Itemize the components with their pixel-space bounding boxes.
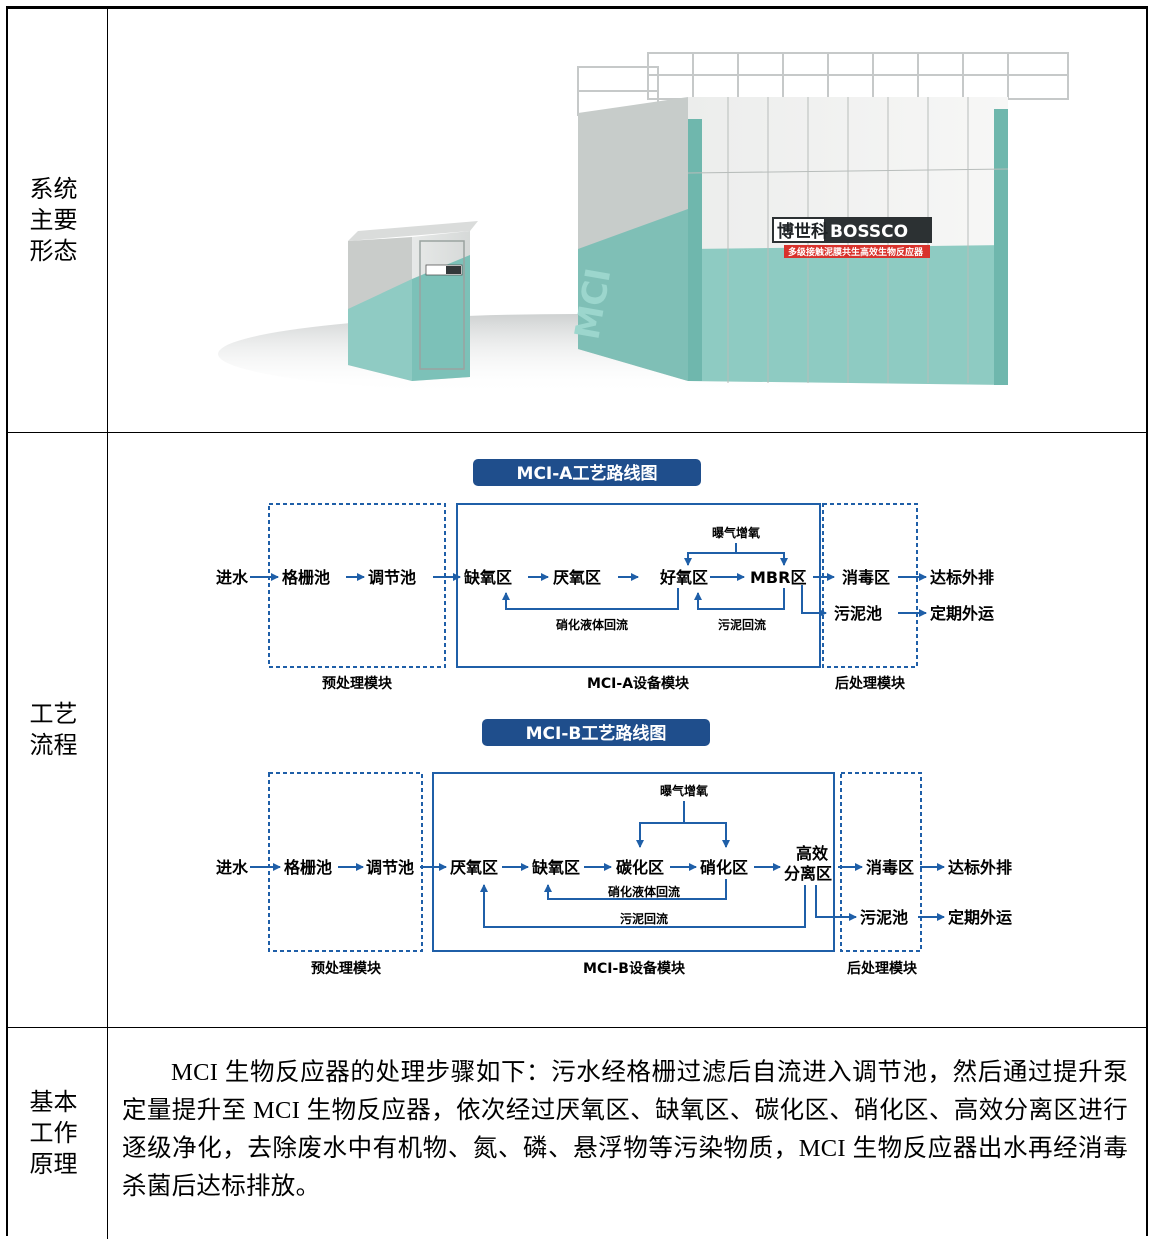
row-label-working-principle: 基本 工作 原理	[8, 1028, 108, 1239]
row-process-flow: 工艺 流程 MCI-A工艺路线图	[8, 433, 1146, 1028]
pre-module-box-a	[268, 503, 446, 668]
logo-brand-en: BOSSCO	[830, 222, 908, 242]
node-b-nitrify: 硝化区	[700, 858, 748, 877]
a-post-module-label: 后处理模块	[835, 675, 906, 692]
node-b-anoxic: 缺氧区	[532, 858, 580, 877]
node-a-inflow: 进水	[216, 568, 249, 587]
b-nitrate-return-label: 硝化液体回流	[608, 884, 680, 899]
b-sludge-return-label: 污泥回流	[620, 911, 668, 926]
label-text: 工艺 流程	[29, 700, 78, 759]
node-a-haul: 定期外运	[929, 604, 994, 623]
node-b-separate-2: 分离区	[784, 864, 832, 883]
node-a-disinfect: 消毒区	[842, 568, 890, 587]
main-module-box-a	[456, 503, 821, 668]
diagram-b-title-badge	[482, 719, 710, 746]
a-nitrate-return-label: 硝化液体回流	[556, 617, 628, 632]
product-image-cell: MCI	[108, 9, 1146, 432]
node-b-anaerobic: 厌氧区	[450, 858, 498, 877]
row-working-principle: 基本 工作 原理 MCI 生物反应器的处理步骤如下：污水经格栅过滤后自流进入调节…	[8, 1028, 1146, 1239]
info-table: 系统 主要 形态	[6, 6, 1148, 1239]
node-b-disinfect: 消毒区	[866, 858, 914, 877]
node-a-sludge: 污泥池	[834, 604, 882, 623]
node-b-carbon: 碳化区	[616, 858, 664, 877]
main-module-box-b	[432, 772, 835, 952]
label-text: 基本 工作 原理	[29, 1088, 78, 1178]
node-a-mbr: MBR区	[750, 568, 806, 587]
a-aeration-label: 曝气增氧	[712, 525, 760, 540]
a-pre-module-label: 预处理模块	[322, 675, 393, 692]
b-aeration-label: 曝气增氧	[660, 783, 708, 798]
product-render: MCI	[218, 52, 1069, 394]
post-module-box-b	[840, 772, 922, 952]
a-main-module-label: MCI-A设备模块	[587, 675, 690, 692]
node-a-adjust: 调节池	[368, 568, 416, 587]
pre-module-box-b	[268, 772, 423, 952]
logo-banner-text: 多级接触泥膜共生高效生物反应器	[788, 246, 924, 258]
a-sludge-return-label: 污泥回流	[718, 617, 766, 632]
node-b-sludge: 污泥池	[860, 908, 908, 927]
node-b-haul: 定期外运	[947, 908, 1012, 927]
row-system-form: 系统 主要 形态	[8, 9, 1146, 433]
b-post-module-label: 后处理模块	[847, 960, 918, 977]
label-text: 系统 主要 形态	[29, 175, 78, 265]
b-main-module-label: MCI-B设备模块	[583, 960, 686, 977]
diagram-a-title-badge	[473, 459, 701, 486]
node-a-grid: 格栅池	[282, 568, 330, 587]
node-b-adjust: 调节池	[366, 858, 414, 877]
diagram-a-title: MCI-A工艺路线图	[517, 463, 658, 484]
node-a-discharge: 达标外排	[930, 568, 994, 587]
node-a-anaerobic: 厌氧区	[553, 568, 601, 587]
principle-paragraph: MCI 生物反应器的处理步骤如下：污水经格栅过滤后自流进入调节池，然后通过提升泵…	[122, 1059, 1128, 1200]
node-b-discharge: 达标外排	[948, 858, 1012, 877]
logo-brand-cn: 博世科	[777, 221, 828, 242]
node-b-inflow: 进水	[216, 858, 249, 877]
row-label-process-flow: 工艺 流程	[8, 433, 108, 1027]
principle-cell: MCI 生物反应器的处理步骤如下：污水经格栅过滤后自流进入调节池，然后通过提升泵…	[108, 1028, 1146, 1239]
node-a-aerobic: 好氧区	[659, 568, 708, 587]
row-label-system-form: 系统 主要 形态	[8, 9, 108, 432]
process-diagrams: MCI-A工艺路线图	[216, 459, 1012, 977]
node-a-anoxic: 缺氧区	[464, 568, 512, 587]
post-module-box-a	[822, 503, 918, 668]
diagram-mci-a: MCI-A工艺路线图	[216, 459, 994, 692]
logo-banner	[784, 245, 930, 258]
node-b-grid: 格栅池	[284, 858, 332, 877]
large-unit: MCI	[567, 52, 1069, 385]
small-unit	[348, 221, 478, 381]
diagram-b-title: MCI-B工艺路线图	[526, 723, 667, 744]
node-b-separate-1: 高效	[796, 844, 828, 863]
process-diagrams-cell: MCI-A工艺路线图	[108, 433, 1146, 1027]
b-pre-module-label: 预处理模块	[311, 960, 382, 977]
diagram-mci-b: MCI-B工艺路线图	[216, 719, 1012, 977]
